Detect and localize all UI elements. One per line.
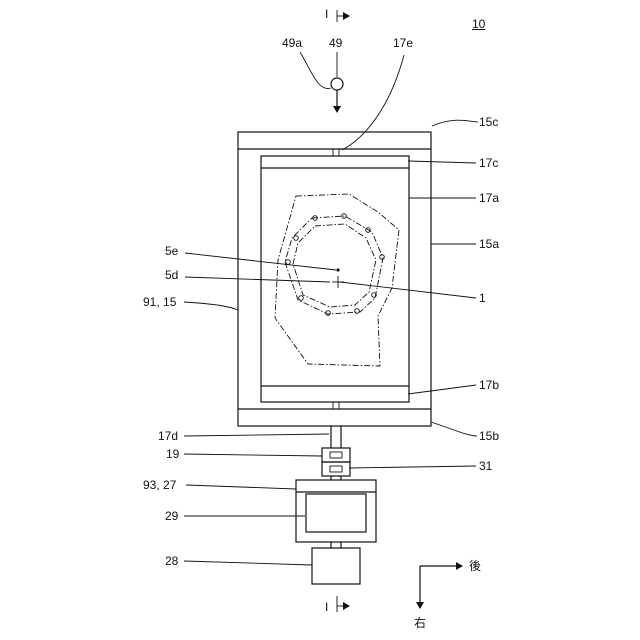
label-93-27: 93, 27	[143, 478, 176, 492]
direction-indicator	[420, 566, 462, 608]
label-15c: 15c	[479, 115, 498, 129]
leader-17e	[342, 55, 404, 150]
section-label-bottom: I	[325, 600, 328, 614]
leader-lines	[184, 120, 478, 565]
outer-frame-15	[238, 132, 431, 426]
inner-frame-17a	[261, 149, 409, 409]
label-1: 1	[479, 291, 486, 305]
label-5d: 5d	[165, 268, 178, 282]
label-17a: 17a	[479, 191, 499, 205]
label-49: 49	[329, 36, 342, 50]
direction-label-right: 右	[414, 616, 426, 630]
component-49	[300, 52, 343, 112]
label-29: 29	[165, 509, 178, 523]
coupling-31	[322, 462, 350, 480]
label-15b: 15b	[479, 429, 499, 443]
component-28	[312, 548, 360, 584]
direction-label-back: 後	[469, 559, 481, 573]
label-17d: 17d	[158, 429, 178, 443]
label-17c: 17c	[479, 156, 498, 170]
label-49a: 49a	[282, 36, 302, 50]
label-91-15: 91, 15	[143, 295, 176, 309]
label-17e: 17e	[393, 36, 413, 50]
shaft-17d	[331, 426, 341, 448]
label-5e: 5e	[165, 244, 178, 258]
figure-number: 10	[472, 17, 485, 31]
section-mark-top	[337, 10, 349, 22]
label-19: 19	[166, 447, 179, 461]
motor-unit-27	[296, 480, 376, 548]
label-28: 28	[165, 554, 178, 568]
label-17b: 17b	[479, 378, 499, 392]
coupling-19	[322, 448, 350, 462]
section-mark-bottom	[337, 596, 349, 612]
section-label-top: I	[325, 7, 328, 21]
workpiece-outlines	[275, 194, 399, 366]
label-15a: 15a	[479, 237, 499, 251]
label-31: 31	[479, 459, 492, 473]
